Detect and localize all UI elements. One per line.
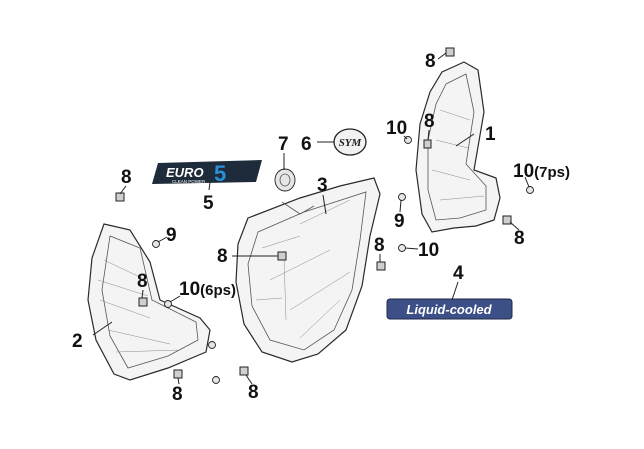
- right-side-cover-part: [415, 61, 501, 233]
- callout-10-lower-right: 10: [418, 240, 439, 261]
- callout-8-center-left: 8: [217, 246, 228, 267]
- callout-8-left-middle: 8: [137, 271, 148, 292]
- callout-8-right-lower: 8: [514, 228, 525, 249]
- leader-lines: [92, 52, 530, 385]
- callout-10-upper-right: 10: [386, 118, 407, 139]
- euro-badge-title: EURO: [166, 165, 204, 180]
- callout-8-right-upper: 8: [424, 111, 435, 132]
- callout-9-right: 9: [394, 211, 405, 232]
- screw-fasteners: [152, 136, 534, 384]
- callout-3: 3: [317, 175, 328, 196]
- callout-8-left-bottom: 8: [172, 384, 183, 405]
- sym-emblem-part: SYM: [333, 128, 367, 156]
- callout-5: 5: [203, 193, 214, 214]
- qty-note-6ps: (6ps): [200, 282, 236, 299]
- callout-10-six-pcs: 10(6ps): [179, 279, 236, 300]
- qty-note-7ps: (7ps): [534, 164, 570, 181]
- callout-7: 7: [278, 134, 289, 155]
- left-front-cover-part: [87, 223, 211, 381]
- callout-6: 6: [301, 134, 312, 155]
- center-front-cover-part: [235, 177, 381, 363]
- liquid-cooled-text: Liquid-cooled: [406, 302, 492, 317]
- callout-8-center-right: 8: [374, 235, 385, 256]
- callout-10-seven-pcs: 10(7ps): [513, 161, 570, 182]
- liquid-cooled-badge-part: Liquid-cooled: [386, 298, 513, 320]
- callout-1: 1: [485, 124, 496, 145]
- callout-8-left-top: 8: [121, 167, 132, 188]
- grommet-part: [274, 168, 296, 192]
- callout-10-left-number: 10: [179, 279, 200, 300]
- euro5-badge-part: EURO 5 CLEAN POWER: [152, 160, 262, 186]
- callout-8-center-bottom: 8: [248, 382, 259, 403]
- callout-4: 4: [453, 263, 464, 284]
- euro-badge-number: 5: [214, 161, 226, 186]
- sym-logo-text: SYM: [339, 137, 363, 149]
- callout-9-left: 9: [166, 225, 177, 246]
- callout-8-top: 8: [425, 51, 436, 72]
- callout-labels: 1 2 3 4 5 6 7 8 8 8 8 8 8 8 8 8 9 9 10(6…: [72, 51, 570, 405]
- callout-2: 2: [72, 331, 83, 352]
- callout-10-right-number: 10: [513, 161, 534, 182]
- euro-badge-subtitle: CLEAN POWER: [172, 179, 206, 184]
